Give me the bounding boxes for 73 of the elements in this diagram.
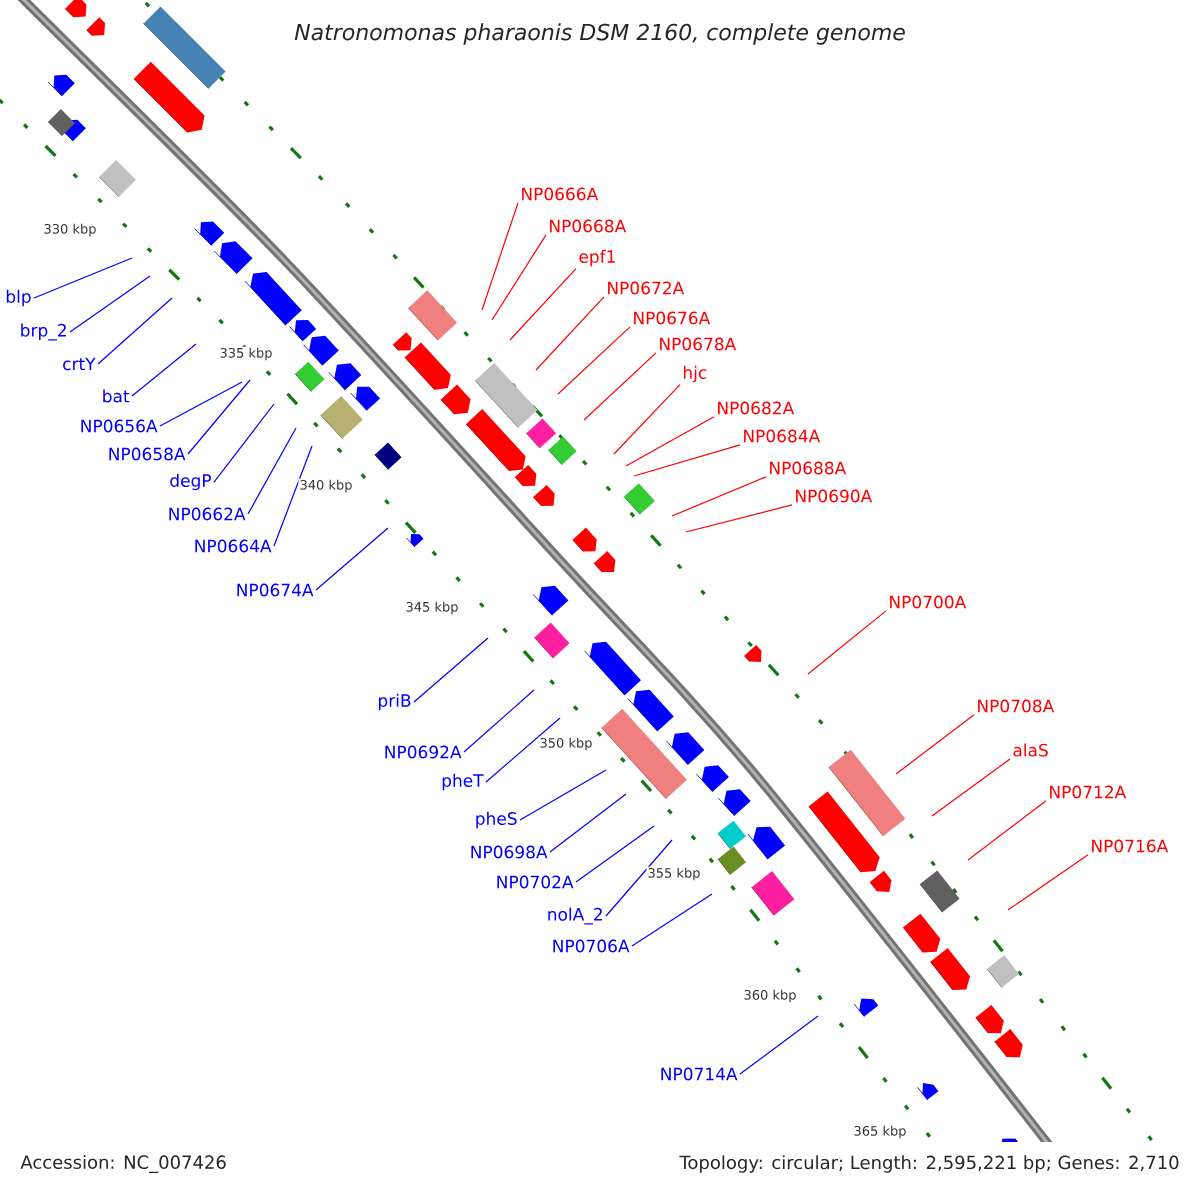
gene-label: pheT [442, 773, 484, 791]
leader-line [931, 758, 1011, 817]
gene-label: epf1 [579, 249, 615, 267]
leader-line [463, 689, 535, 753]
leader-line [485, 717, 561, 783]
gene-label: NP0714A [661, 1067, 738, 1081]
leader-line [159, 381, 243, 427]
leader-line [535, 296, 605, 371]
gene-label: NP0682A [718, 401, 795, 415]
footer-text: Accession: NC_007426 [20, 1155, 226, 1173]
leader-line [315, 527, 389, 591]
gene-label: alaS [1013, 743, 1048, 757]
leader-line [413, 637, 489, 703]
gene-label: NP0674A [237, 583, 314, 597]
leader-line [247, 427, 297, 515]
gene-label: NP0700A [890, 595, 967, 609]
leader-line [967, 800, 1047, 861]
gene-label: blp [6, 289, 31, 307]
gene-label: NP0712A [1050, 785, 1127, 799]
leader-line [131, 343, 197, 397]
gene-label: NP0668A [550, 219, 627, 233]
leader-line [273, 445, 313, 547]
gene-label: NP0676A [634, 311, 711, 325]
leader-line [69, 275, 151, 333]
gene-label: NP0698A [471, 845, 548, 859]
leader-line [509, 268, 577, 341]
title: Natronomonas pharaonis DSM 2160, complete genome [294, 23, 905, 45]
leader-line [481, 202, 519, 311]
leader-line [739, 1015, 819, 1075]
gene-label: NP0690A [796, 489, 873, 503]
gene-label: NP0678A [660, 337, 737, 351]
gene-label: brp_2 [21, 323, 66, 341]
leader-line [583, 352, 657, 421]
leader-line [605, 839, 673, 917]
gene-label: nolA_2 [548, 907, 602, 925]
leader-line [631, 893, 713, 947]
gene-label: NP0666A [522, 187, 599, 201]
gene-label: hjc [683, 365, 707, 383]
leader-line [187, 379, 251, 455]
leader-line [895, 714, 975, 775]
gene-label: crtY [63, 357, 96, 371]
leader-line [97, 297, 173, 365]
gene-label: NP0656A [81, 419, 158, 433]
gene-label: bat [103, 389, 130, 403]
leader-line [557, 326, 631, 395]
gene-label: NP0688A [770, 461, 847, 475]
leader-line [807, 610, 887, 675]
gene-label: priB [378, 693, 411, 711]
gene-label: NP0708A [978, 699, 1055, 713]
gene-label: NP0662A [169, 507, 246, 521]
leader-line [625, 416, 715, 467]
gene-label: NP0702A [497, 875, 574, 889]
leader-line [1007, 854, 1089, 911]
gene-label: NP0684A [744, 429, 821, 443]
leader-line [633, 444, 741, 477]
leader-line [33, 257, 133, 299]
leader-line [549, 793, 627, 853]
leader-line [213, 403, 275, 483]
leader-line [613, 384, 681, 455]
leader-line [491, 234, 547, 321]
gene-label: NP0692A [385, 745, 462, 759]
gene-label: NP0716A [1092, 839, 1169, 853]
leader-line [575, 825, 655, 883]
gene-label: NP0658A [109, 447, 186, 461]
gene-label: pheS [476, 811, 517, 829]
gene-label: NP0672A [608, 281, 685, 295]
gene-label: NP0706A [553, 939, 630, 953]
leader-line [685, 504, 793, 533]
footer-text: Topology: circular; Length: 2,595,221 bp; Genes: 2,710 [679, 1155, 1179, 1173]
gene-label: degP [170, 473, 211, 491]
leader-line [671, 476, 767, 517]
gene-label: NP0664A [195, 539, 272, 553]
leader-line [519, 769, 607, 821]
